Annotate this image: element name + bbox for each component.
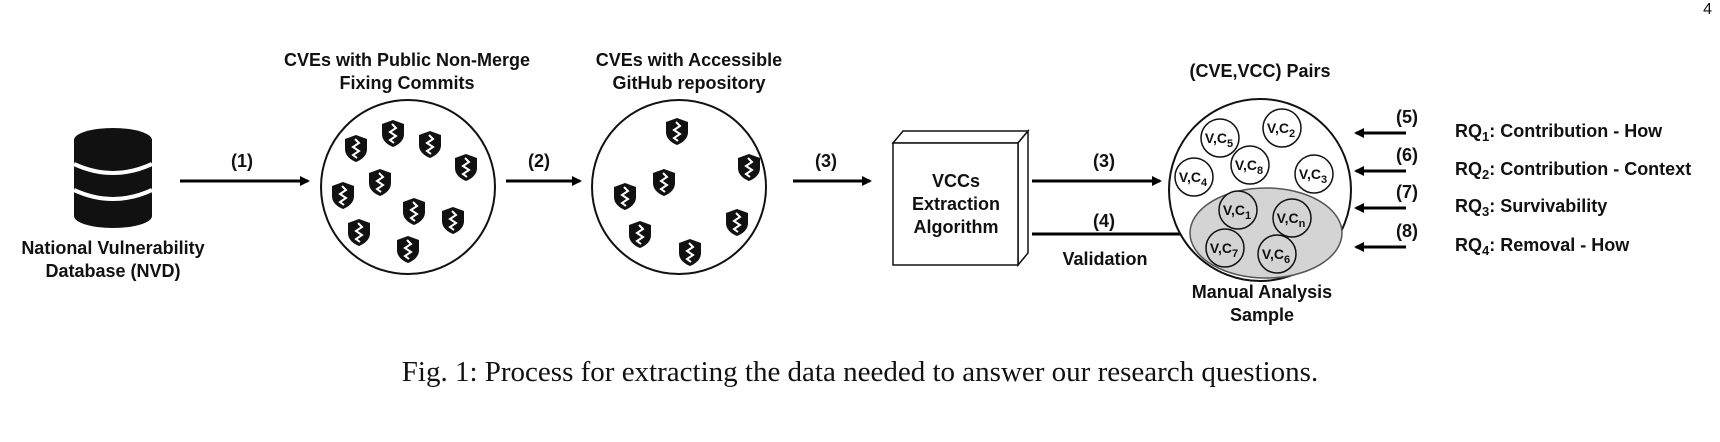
sample-bubble-circle — [1218, 190, 1258, 230]
sample-bubble-circle — [1257, 234, 1297, 274]
pair-bubble-circle — [1200, 118, 1240, 158]
sample-bubble-sub: 7 — [1232, 248, 1238, 260]
sample-bubble-circle — [1205, 228, 1245, 268]
sample-bubble-sub: 6 — [1284, 254, 1290, 266]
pair-bubble: V,C8 — [1230, 145, 1270, 185]
database-icon — [73, 128, 153, 228]
stage1-title-line1: CVEs with Public Non-Merge — [284, 50, 530, 70]
sample-bubble: V,C1 — [1218, 190, 1258, 230]
pair-bubble-label: V,C2 — [1267, 120, 1295, 140]
rq1-label: RQ1: Contribution - How — [1455, 121, 1663, 144]
pair-bubble-label: V,C8 — [1235, 157, 1263, 177]
sample-bubble: V,C7 — [1205, 228, 1245, 268]
rq-prefix: RQ — [1455, 121, 1482, 141]
pair-bubble: V,C5 — [1200, 118, 1240, 158]
pair-bubble: V,C2 — [1262, 108, 1302, 148]
rq2-label: RQ2: Contribution - Context — [1455, 159, 1691, 182]
arrow-1-label: (1) — [231, 151, 253, 171]
rq-layer: (5) (6) (7) (8) RQ1: Contribution - HowR… — [1354, 107, 1691, 258]
sample-bubble-sub: 1 — [1245, 210, 1251, 222]
sample-bubble-label: V,C1 — [1223, 202, 1251, 222]
page-number: 4 — [1703, 1, 1712, 18]
pair-bubble-sub: 4 — [1201, 177, 1208, 189]
pair-bubble-base: V,C — [1299, 166, 1321, 182]
rq-text: : Removal - How — [1489, 235, 1630, 255]
sample-bubble-label: V,C7 — [1210, 240, 1238, 260]
pair-bubble-circle — [1230, 145, 1270, 185]
pair-bubble-sub: 5 — [1227, 138, 1233, 150]
rq-subscript: 3 — [1482, 204, 1489, 219]
validation-label: Validation — [1062, 249, 1147, 269]
rq-prefix: RQ — [1455, 235, 1482, 255]
pair-bubble-circle — [1294, 154, 1334, 194]
pair-bubble-label: V,C4 — [1179, 169, 1208, 189]
rq-prefix: RQ — [1455, 159, 1482, 179]
pair-bubble-base: V,C — [1179, 169, 1201, 185]
rq-prefix: RQ — [1455, 196, 1482, 216]
pair-bubble-base: V,C — [1267, 120, 1289, 136]
sample-bubble-label: V,C6 — [1262, 246, 1290, 266]
sample-bubble: V,Cn — [1272, 198, 1312, 238]
algorithm-box — [891, 128, 1030, 268]
pair-bubble-sub: 2 — [1289, 128, 1295, 140]
stage1-title-line2: Fixing Commits — [339, 73, 474, 93]
arrow-4-label: (4) — [1093, 211, 1115, 231]
rq3-label: RQ3: Survivability — [1455, 196, 1607, 219]
arrow-7-label: (7) — [1396, 182, 1418, 202]
nvd-label-line2: Database (NVD) — [45, 261, 180, 281]
sample-bubble-base: V,C — [1223, 202, 1245, 218]
pair-bubble: V,C3 — [1294, 154, 1334, 194]
rq-subscript: 1 — [1482, 129, 1489, 144]
arrow-3b-label: (3) — [1093, 151, 1115, 171]
stage2-title-line1: CVEs with Accessible — [596, 50, 782, 70]
sample-bubble-sub: n — [1299, 218, 1306, 230]
sample-bubble-base: V,C — [1262, 246, 1284, 262]
sample-label-line1: Manual Analysis — [1192, 282, 1332, 302]
rq-text: : Contribution - How — [1489, 121, 1663, 141]
algorithm-label-line1: VCCs — [932, 171, 980, 191]
pairs-title: (CVE,VCC) Pairs — [1189, 61, 1330, 81]
sample-bubble-circle — [1272, 198, 1312, 238]
pair-bubble-base: V,C — [1205, 130, 1227, 146]
arrow-6-label: (6) — [1396, 145, 1418, 165]
pair-bubble-label: V,C3 — [1299, 166, 1327, 186]
arrow-2-label: (2) — [528, 151, 550, 171]
pair-bubble-base: V,C — [1235, 157, 1257, 173]
pair-bubble-circle — [1262, 108, 1302, 148]
arrow-8-label: (8) — [1396, 221, 1418, 241]
pair-bubble: V,C4 — [1174, 157, 1214, 197]
nvd-label-line1: National Vulnerability — [21, 238, 204, 258]
rq-subscript: 4 — [1482, 243, 1490, 258]
arrow-5-label: (5) — [1396, 107, 1418, 127]
arrow-3-label: (3) — [815, 151, 837, 171]
rq-text: : Survivability — [1489, 196, 1607, 216]
stage2-title-line2: GitHub repository — [612, 73, 765, 93]
rq4-label: RQ4: Removal - How — [1455, 235, 1630, 258]
pair-bubble-sub: 8 — [1257, 165, 1263, 177]
pair-bubble-circle — [1174, 157, 1214, 197]
algorithm-label-line2: Extraction — [912, 194, 1000, 214]
sample-bubble-label: V,Cn — [1277, 210, 1306, 230]
sample-bubble-base: V,C — [1210, 240, 1232, 256]
figure-caption: Fig. 1: Process for extracting the data … — [402, 356, 1318, 388]
sample-label-line2: Sample — [1230, 305, 1294, 325]
pair-bubble-sub: 3 — [1321, 174, 1327, 186]
sample-bubble: V,C6 — [1257, 234, 1297, 274]
pair-bubble-label: V,C5 — [1205, 130, 1233, 150]
sample-bubble-base: V,C — [1277, 210, 1299, 226]
rq-text: : Contribution - Context — [1489, 159, 1691, 179]
algorithm-label-line3: Algorithm — [914, 217, 999, 237]
rq-subscript: 2 — [1482, 167, 1489, 182]
